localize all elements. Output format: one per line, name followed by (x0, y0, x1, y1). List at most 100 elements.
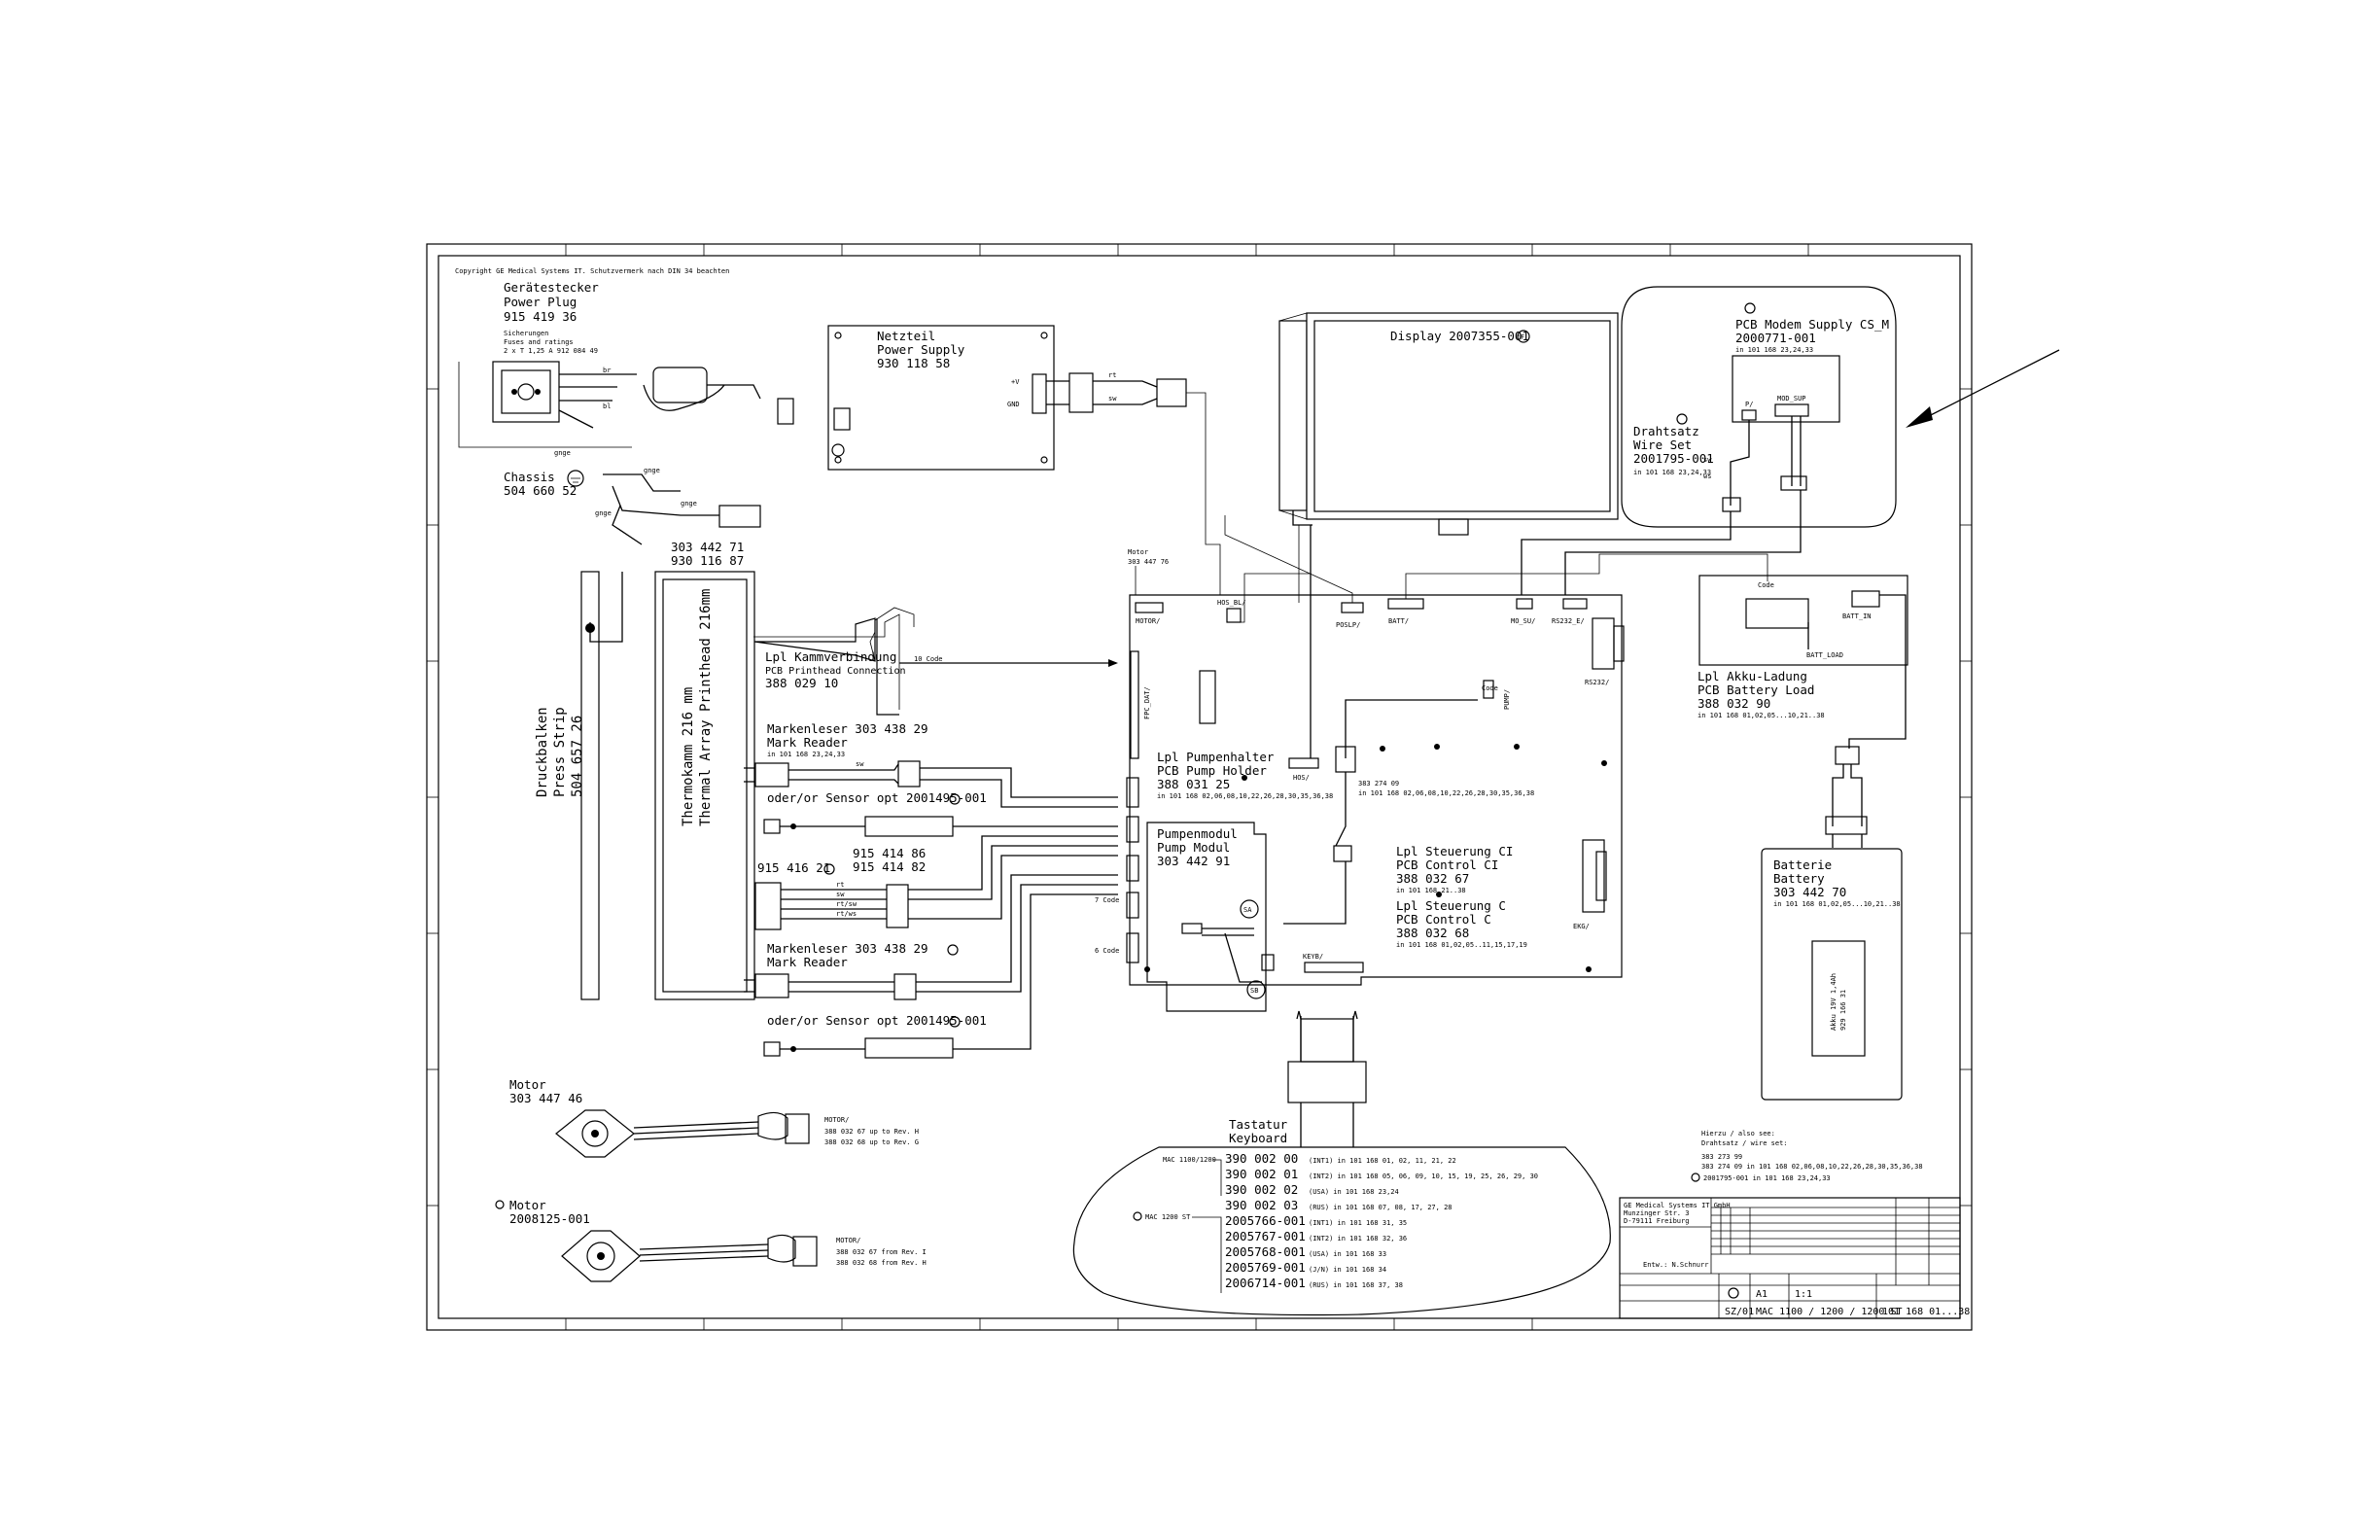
display-label: Display 2007355-001 (1390, 329, 1529, 343)
pump-holder-label-de: Lpl Pumpenhalter (1157, 750, 1275, 764)
power-plug-part-number: 915 419 36 (504, 309, 577, 324)
wire-set-label-en: Wire Set (1633, 438, 1692, 452)
wire-set-label-de: Drahtsatz (1633, 424, 1699, 438)
printhead-connection-part-number: 388 029 10 (765, 676, 838, 690)
cable-variants: in 101 168 02,06,08,10,22,26,28,30,35,36… (1358, 789, 1534, 797)
keyboard-part-5-var: (INT2) in 101 168 32, 36 (1309, 1235, 1407, 1242)
power-plug: Gerätestecker Power Plug 915 419 36 Sich… (458, 280, 794, 457)
battery-variants: in 101 168 01,02,05...10,21..38 (1773, 900, 1901, 908)
conn-pump: PUMP/ (1503, 689, 1511, 710)
control-board: Motor 303 447 76 MOTOR/ HOS_BL/ POSLP/ B… (1095, 515, 1768, 1012)
modem-supply-part-number: 2000771-001 (1735, 331, 1816, 345)
keyboard-part-6-var: (USA) in 101 168 33 (1309, 1250, 1386, 1258)
sensor-1-label: oder/or Sensor opt 2001495-001 (767, 790, 987, 805)
also-see-note: Hierzu / also see: Drahtsatz / wire set:… (1691, 1130, 1923, 1182)
conn-keyb: KEYB/ (1303, 953, 1323, 961)
keyboard-part-1-pn: 390 002 01 (1225, 1167, 1298, 1181)
conn-motor: MOTOR/ (1136, 617, 1160, 625)
conn-batt-load: BATT_LOAD (1806, 651, 1843, 659)
chassis-part-number: 504 660 52 (504, 483, 577, 498)
mark-reader-2: Markenleser 303 438 29 Mark Reader (744, 874, 1118, 1000)
keyboard: Tastatur Keyboard MAC 1100/1200 MAC 1200… (1072, 1010, 1611, 1316)
display: Display 2007355-001 F (1278, 312, 1619, 758)
modem-supply-title: PCB Modem Supply CS_M (1735, 317, 1889, 332)
control-ci-part-number: 388 032 67 (1396, 871, 1469, 886)
keyboard-part-3-pn: 390 002 03 (1225, 1198, 1298, 1212)
keyboard-part-7-var: (J/N) in 101 168 34 (1309, 1266, 1386, 1274)
pump-holder-part-number: 388 031 25 (1157, 777, 1230, 791)
printhead-part-number-2: 930 116 87 (671, 553, 744, 568)
motor-1-conn: MOTOR/ (824, 1116, 849, 1124)
pump-holder-label-en: PCB Pump Holder (1157, 763, 1267, 778)
press-strip-label-en: Press Strip (552, 707, 568, 797)
svg-text:br: br (603, 367, 611, 374)
svg-text:gnge: gnge (595, 509, 612, 517)
also-see-subtitle: Drahtsatz / wire set: (1701, 1139, 1788, 1147)
svg-text:+V: +V (1011, 378, 1020, 386)
svg-text:gnge: gnge (554, 449, 571, 457)
motor-2-rev-1: 388 032 67 from Rev. I (836, 1248, 927, 1256)
modem-conn-mod: MOD_SUP (1777, 395, 1806, 402)
svg-text:bl: bl (603, 402, 611, 410)
motor-1: Motor 303 447 46 MOTOR/ 388 032 67 up to… (509, 1077, 919, 1158)
pump-holder-variants: in 101 168 02,06,08,10,22,26,28,30,35,36… (1157, 792, 1333, 800)
title-block: GE Medical Systems IT GmbH Munzinger Str… (1619, 1197, 1970, 1319)
battery-load-label-en: PCB Battery Load (1698, 682, 1814, 697)
svg-text:rt/ws: rt/ws (836, 910, 857, 918)
battery-cell-part: 929 166 31 (1839, 990, 1847, 1031)
wire-set-part-number: 2001795-001 (1633, 451, 1714, 466)
pump-modul-part-number: 303 442 91 (1157, 854, 1230, 868)
cable-part-number: 383 274 09 (1358, 780, 1399, 788)
motor-1-rev-2: 388 032 68 up to Rev. G (824, 1138, 919, 1146)
press-strip-label-de: Druckbalken (535, 707, 550, 797)
svg-text:sw: sw (1108, 395, 1117, 402)
drawing-title: MAC 1100 / 1200 / 1200 ST (1756, 1307, 1903, 1317)
power-plug-label-de: Gerätestecker (504, 280, 599, 295)
battery-label-en: Battery (1773, 871, 1825, 886)
svg-text:rt: rt (1108, 371, 1116, 379)
keyboard-part-3-var: (RUS) in 101 168 07, 08, 17, 27, 28 (1309, 1204, 1452, 1211)
conn-hos: HOS/ (1293, 774, 1310, 782)
mark-reader-1: Markenleser 303 438 29 Mark Reader in 10… (744, 721, 1118, 808)
svg-text:rt: rt (836, 881, 844, 889)
control-c-part-number: 388 032 68 (1396, 926, 1469, 940)
keyboard-part-2-pn: 390 002 02 (1225, 1182, 1298, 1197)
modem-supply-region: PCB Modem Supply CS_M 2000771-001 in 101… (1521, 286, 2060, 595)
conn-hos-bl: HOS_BL/ (1217, 599, 1246, 607)
svg-text:sw: sw (1703, 456, 1712, 464)
battery-cell-rating: Akku 19V 1,4Ah (1830, 973, 1838, 1031)
press-strip-part-number: 504 657 26 (570, 716, 585, 797)
power-supply-label-en: Power Supply (877, 342, 965, 357)
company-address-1: Munzinger Str. 3 (1624, 1209, 1689, 1217)
motor-2: Motor 2008125-001 MOTOR/ 388 032 67 from… (495, 1198, 927, 1282)
motor-2-rev-2: 388 032 68 from Rev. H (836, 1259, 927, 1267)
svg-text:ws: ws (1703, 472, 1711, 480)
paper-size: A1 (1756, 1289, 1768, 1300)
svg-text:Code: Code (1758, 581, 1774, 589)
code-7-label: 7 Code (1095, 896, 1119, 904)
svg-text:gnge: gnge (644, 467, 660, 474)
motor-2-label: Motor (509, 1198, 546, 1212)
mark-reader-2-label-de: Markenleser 303 438 29 (767, 941, 928, 956)
company-address-2: D-79111 Freiburg (1624, 1217, 1689, 1225)
control-c-label-en: PCB Control C (1396, 912, 1491, 927)
conn-rs232: RS232/ (1585, 679, 1609, 686)
fuses-value: 2 x T 1,25 A 912 084 49 (504, 347, 598, 355)
svg-text:Code: Code (1482, 684, 1498, 692)
keyboard-part-1-var: (INT2) in 101 168 05, 06, 09, 10, 15, 19… (1309, 1172, 1538, 1180)
drawing-number: 101 168 01...38 (1882, 1307, 1970, 1317)
conn-poslp: POSLP/ (1336, 621, 1360, 629)
keyboard-label-en: Keyboard (1229, 1131, 1287, 1145)
modem-conn-p: P/ (1745, 401, 1753, 408)
also-see-line-3: 2001795-001 in 101 168 23,24,33 (1703, 1174, 1831, 1182)
control-ci-label-de: Lpl Steuerung CI (1396, 844, 1513, 858)
mark-reader-1-variants: in 101 168 23,24,33 (767, 751, 845, 758)
marker-sb: SB (1250, 987, 1258, 995)
mark-reader-1-label-de: Markenleser 303 438 29 (767, 721, 928, 736)
svg-text:gnge: gnge (681, 500, 697, 508)
conn-rs232-e: RS232_E/ (1552, 617, 1585, 625)
motor-2-part-number: 2008125-001 (509, 1211, 590, 1226)
conn-ekg: EKG/ (1573, 923, 1590, 930)
svg-text:rt/sw: rt/sw (836, 900, 858, 908)
drawing-scale: 1:1 (1795, 1289, 1812, 1300)
